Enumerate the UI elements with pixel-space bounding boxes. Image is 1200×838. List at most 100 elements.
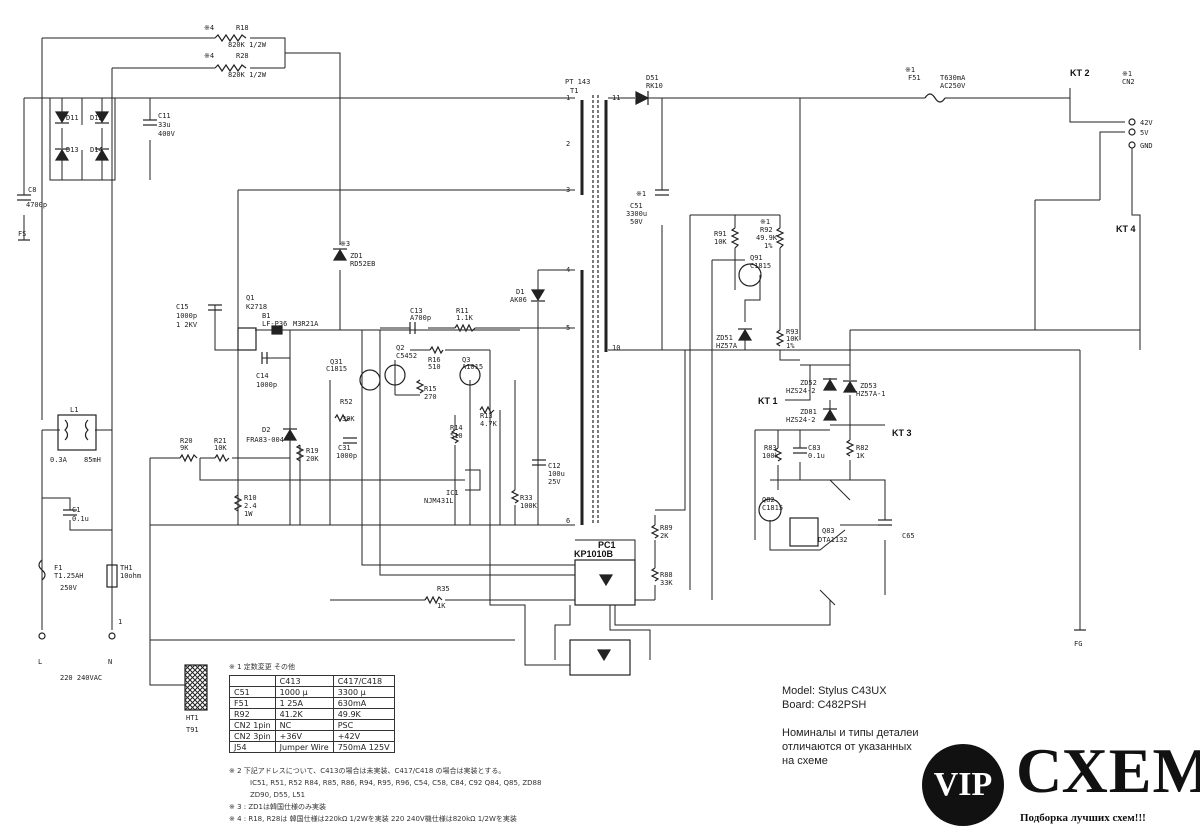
label-r15-value: 270	[424, 393, 437, 401]
label-c14: C14	[256, 372, 269, 380]
label-r19-value: 20K	[306, 455, 319, 463]
label-ht1: HT1	[186, 714, 199, 722]
label-l1: L1	[70, 406, 78, 414]
label-r20: R20	[180, 437, 193, 445]
table-cell: F51	[229, 697, 276, 709]
label-d11: D11	[66, 114, 79, 122]
label-r89: R89	[660, 524, 673, 532]
label-q31: Q31	[330, 358, 343, 366]
label-d51: D51	[646, 74, 659, 82]
label-f1: F1	[54, 564, 62, 572]
label-r93-value: 10K	[786, 335, 799, 343]
table-cell: 3300 μ	[332, 686, 395, 698]
label-c31: C31	[338, 444, 351, 452]
pin-1: 1	[566, 94, 570, 102]
label-r88-value: 33K	[660, 579, 673, 587]
pin-11: 11	[612, 94, 620, 102]
table-header: C413 C417/C418	[229, 675, 395, 687]
label-f1-value: T1.25AH	[54, 572, 84, 580]
label-r82-value: 1K	[856, 452, 865, 460]
table-cell: +36V	[274, 730, 334, 742]
label-r10-power: 1W	[244, 510, 253, 518]
russian-note-1: Номиналы и типы деталеи	[782, 727, 919, 739]
label-q3-value: A1015	[462, 363, 483, 371]
table-cell: CN2 3pin	[229, 730, 276, 742]
terminal-n: N	[108, 658, 112, 666]
label-kt1: KT 1	[758, 396, 778, 406]
label-c83: C83	[808, 444, 821, 452]
label-r35: R35	[437, 585, 450, 593]
label-r13-value: 4.7K	[480, 420, 498, 428]
vip-badge: VIP	[922, 744, 1004, 826]
label-d1: D1	[516, 288, 524, 296]
label-th1-value: 10ohm	[120, 572, 141, 580]
label-r52-value: 39K	[342, 415, 355, 423]
label-c11-voltage: 400V	[158, 130, 176, 138]
label-r33: R33	[520, 494, 533, 502]
table-row: C51 1000 μ 3300 μ	[229, 686, 395, 698]
label-f51-value: T630mA	[940, 74, 966, 82]
label-f51-voltage: AC250V	[940, 82, 966, 90]
label-r16-value: 510	[428, 363, 441, 371]
label-d1-value: AK06	[510, 296, 527, 304]
table-header-cell: C413	[274, 675, 334, 687]
label-r16: R16	[428, 356, 441, 364]
label-r88: R88	[660, 571, 673, 579]
label-r11-value: 1.1K	[456, 314, 474, 322]
label-r11: R11	[456, 307, 469, 315]
label-r21-value: 10K	[214, 444, 227, 452]
label-fs: FS	[18, 230, 26, 238]
label-r28-value: 820K 1/2W	[228, 71, 267, 79]
label-out-gnd: GND	[1140, 142, 1153, 150]
table-title: ※ 1 定数変更 その他	[229, 663, 295, 671]
label-mains: 220 240VAC	[60, 674, 102, 682]
label-r92-value: 49.9K	[756, 234, 778, 242]
label-out-42v: 42V	[1140, 119, 1153, 127]
pin-4: 4	[566, 266, 570, 274]
label-r21: R21	[214, 437, 227, 445]
footnote-2-parts: IC51, R51, R52 R84, R85, R86, R94, R95, …	[250, 779, 542, 787]
label-c51-value: 3300u	[626, 210, 647, 218]
label-zd81: ZD81	[800, 408, 817, 416]
label-r33-value: 100K	[520, 502, 538, 510]
label-c1-value: 0.1u	[72, 515, 89, 523]
label-r83-value: 100k	[762, 452, 780, 460]
label-q2-value: C5452	[396, 352, 417, 360]
logo-title: СХЕМА	[1016, 735, 1200, 806]
label-c15: C15	[176, 303, 189, 311]
label-note1-f51: ※1	[905, 66, 915, 74]
label-m3r21a: M3R21A	[293, 320, 319, 328]
label-note3-zd1: ※3	[340, 240, 350, 248]
label-q91: Q91	[750, 254, 763, 262]
label-r92: R92	[760, 226, 773, 234]
component-labels: PT 143 T1 D51 RK10 ※1 F51 T630mA AC250V …	[18, 24, 1153, 734]
label-note4-r28: ※4	[204, 52, 214, 60]
pin-5: 5	[566, 324, 570, 332]
label-r15: R15	[424, 385, 437, 393]
label-r35-value: 1K	[437, 602, 446, 610]
russian-note-3: на схеме	[782, 755, 828, 767]
label-c65: C65	[902, 532, 915, 540]
label-c51-voltage: 50V	[630, 218, 643, 226]
label-zd51: ZD51	[716, 334, 733, 342]
label-zd81-value: HZS24-2	[786, 416, 816, 424]
label-zd1: ZD1	[350, 252, 363, 260]
table-cell: 49.9K	[332, 708, 395, 720]
label-zd53: ZD53	[860, 382, 877, 390]
label-c8-value: 4700p	[26, 201, 47, 209]
label-c31-value: 1000p	[336, 452, 357, 460]
footnote-3: ※ 3 : ZD1は韓国仕様のみ実装	[229, 803, 326, 811]
pin-2: 2	[566, 140, 570, 148]
terminal-l: L	[38, 658, 42, 666]
table-row: R92 41.2K 49.9K	[229, 708, 395, 720]
label-c13: C13	[410, 307, 423, 315]
label-c51: C51	[630, 202, 643, 210]
label-r13: R13	[480, 412, 493, 420]
label-zd52-value: HZS24-2	[786, 387, 816, 395]
label-q91-value: C1815	[750, 262, 771, 270]
label-b1-value: LF-P36	[262, 320, 287, 328]
table-row: J54 Jumper Wire 750mA 125V	[229, 741, 395, 753]
label-zd52: ZD52	[800, 379, 817, 387]
label-q3: Q3	[462, 356, 470, 364]
